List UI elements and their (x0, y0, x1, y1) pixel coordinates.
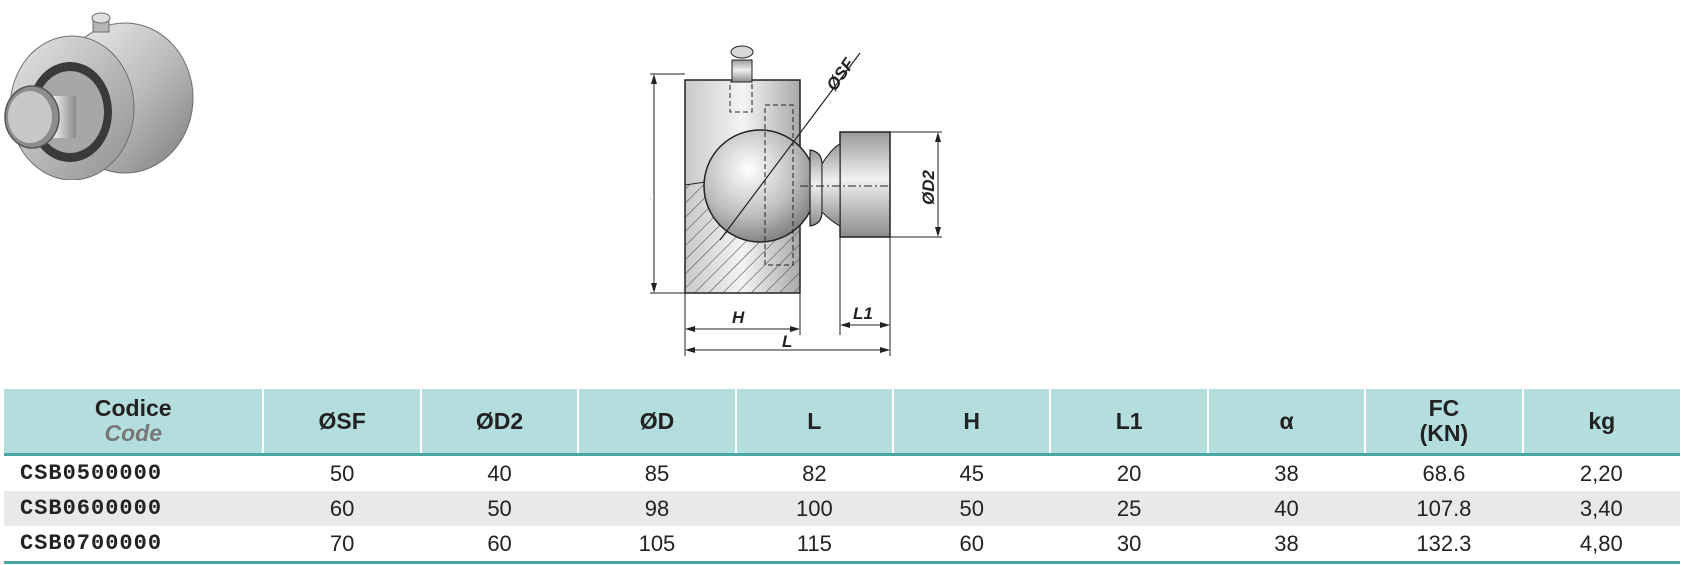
table-header-row: Codice Code ØSF ØD2 ØD L H L1 α FC (KN) … (4, 389, 1680, 456)
cell-code: CSB0600000 (4, 491, 264, 526)
cell-l: 115 (735, 526, 894, 564)
header-h: H (893, 389, 1052, 456)
header-code-en: Code (104, 420, 162, 446)
cell-d: 98 (578, 491, 736, 526)
label-d2: ØD2 (919, 170, 938, 206)
label-l: L (782, 332, 792, 351)
cell-h: 50 (893, 491, 1051, 526)
cell-l: 82 (802, 460, 827, 486)
cell-d: 105 (578, 526, 736, 564)
header-fc-line2: (KN) (1419, 420, 1469, 446)
cell-alpha: 40 (1207, 491, 1366, 526)
header-sf: ØSF (263, 389, 422, 456)
cell-fc: 132.3 (1365, 526, 1523, 564)
cell-sf: 70 (263, 526, 421, 564)
label-l1: L1 (853, 304, 873, 323)
cell-code: CSB0500000 (20, 461, 163, 486)
cell-d2: 50 (420, 491, 579, 526)
cell-kg: 4,80 (1522, 526, 1680, 564)
cell-sf: 50 (329, 460, 355, 486)
cell-kg: 2,20 (1579, 460, 1623, 486)
cell-d2: 40 (487, 460, 512, 486)
label-sf: ØSF (823, 54, 859, 94)
cell-fc: 68.6 (1422, 460, 1466, 486)
technical-drawing: ØSF ØD ØD2 H L1 L (650, 45, 942, 356)
header-l: L (735, 389, 895, 456)
cell-l1: 30 (1050, 526, 1208, 564)
cell-kg: 3,40 (1522, 491, 1680, 526)
header-d: ØD (578, 389, 737, 456)
header-fc-line1: FC (1428, 395, 1460, 421)
cell-alpha: 38 (1207, 526, 1366, 564)
table-row: CSB0500000 50 40 85 82 45 20 38 68.6 2,2… (4, 455, 1680, 492)
cell-l1: 20 (1116, 460, 1142, 486)
label-h: H (732, 308, 745, 327)
table-row: CSB0700000 70 60 105 115 60 30 38 132.3 … (4, 526, 1680, 564)
label-d: ØD (650, 175, 654, 201)
cell-d2: 60 (420, 526, 579, 564)
header-alpha: α (1207, 389, 1367, 456)
header-kg: kg (1522, 389, 1680, 456)
cell-h: 45 (959, 460, 984, 486)
cell-l1: 25 (1050, 491, 1208, 526)
cell-d: 85 (644, 460, 670, 486)
header-d2: ØD2 (420, 389, 580, 456)
cell-fc: 107.8 (1365, 491, 1523, 526)
cell-code: CSB0700000 (4, 526, 264, 564)
table-row: CSB0600000 60 50 98 100 50 25 40 107.8 3… (4, 491, 1680, 526)
header-code-it: Codice (94, 395, 172, 421)
cell-alpha: 38 (1274, 460, 1299, 486)
cell-h: 60 (893, 526, 1051, 564)
header-fc: FC (KN) (1365, 389, 1524, 456)
header-l1: L1 (1050, 389, 1209, 456)
header-code: Codice Code (4, 389, 265, 456)
cell-l: 100 (735, 491, 894, 526)
product-photo (4, 12, 194, 180)
cell-sf: 60 (263, 491, 421, 526)
spec-table: Codice Code ØSF ØD2 ØD L H L1 α FC (KN) … (4, 389, 1680, 564)
